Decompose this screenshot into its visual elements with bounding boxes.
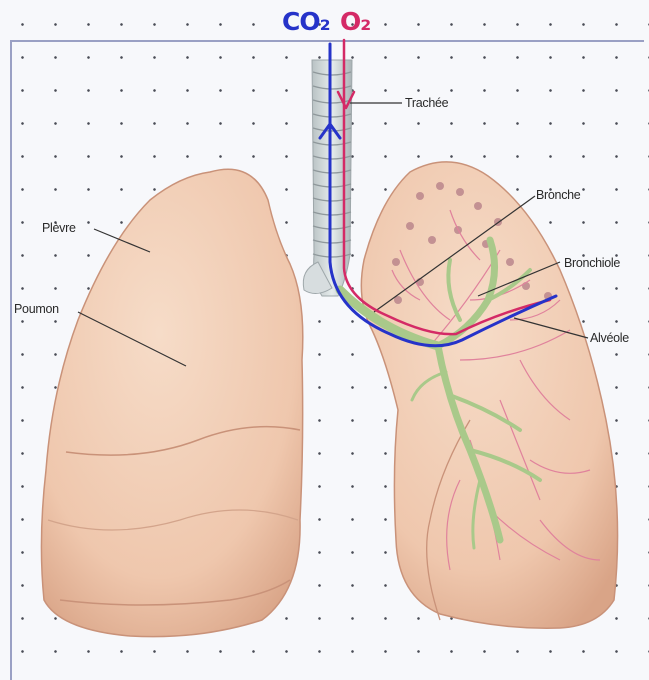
right-lung bbox=[340, 162, 618, 628]
o2-annotation: O₂ bbox=[340, 7, 370, 36]
label-poumon: Poumon bbox=[14, 302, 59, 316]
label-trachee: Trachée bbox=[405, 96, 448, 110]
label-bronche: Bronche bbox=[536, 188, 580, 202]
co2-annotation: CO₂ bbox=[282, 7, 330, 36]
left-lung bbox=[41, 169, 302, 636]
label-alveole: Alvéole bbox=[590, 331, 629, 345]
label-bronchiole: Bronchiole bbox=[564, 256, 620, 270]
label-plevre: Plèvre bbox=[42, 221, 76, 235]
lungs-illustration bbox=[0, 0, 649, 666]
